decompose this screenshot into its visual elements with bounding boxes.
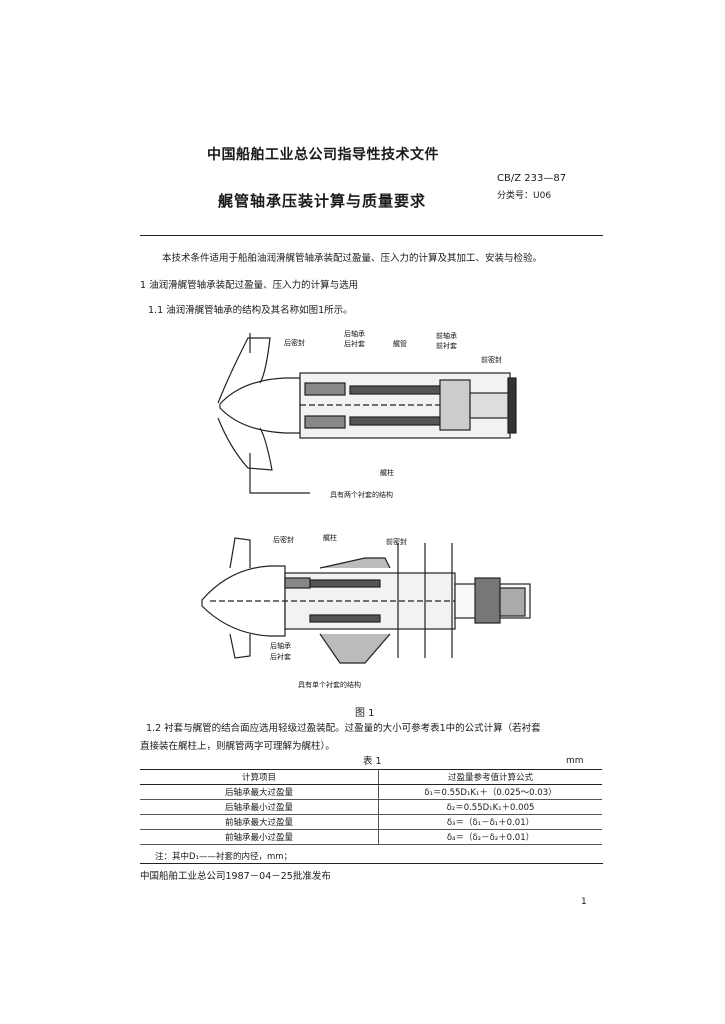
table-cell-formula: δ₂＝0.55D₁K₁＋0.005: [378, 799, 602, 815]
rear-seal-block-lower: [304, 415, 346, 429]
table-row: 前轴承最小过盈量 δ₄＝（δ₂－δ₂＋0.01）: [140, 829, 602, 845]
label-front-seal-bottom: 前密封: [386, 537, 407, 546]
table-row: 前轴承最大过盈量 δ₃＝（δ₁－δ₁＋0.01）: [140, 814, 602, 830]
propeller-blade-lower-bottom: [229, 633, 251, 659]
label-rear-bearing-top: 后轴承: [344, 329, 365, 338]
figure-caption-bottom: 具有单个衬套的结构: [298, 681, 361, 689]
coupling-block: [474, 577, 501, 624]
issuing-organization: 中国船舶工业总公司指导性技术文件: [207, 147, 439, 163]
rear-seal-block: [304, 382, 346, 396]
stern-post-lower-bottom: [319, 633, 391, 664]
label-stern-post-bottom: 艉柱: [323, 533, 337, 542]
classification-number: 分类号：U06: [497, 191, 552, 201]
table-cell-formula: δ₃＝（δ₁－δ₁＋0.01）: [378, 814, 602, 830]
rear-seal-lower: [284, 577, 311, 589]
section-1-heading: 1 油润滑艉管轴承装配过盈量、压入力的计算与选用: [140, 280, 359, 291]
table-header-item: 计算项目: [140, 769, 379, 785]
table-cell-item: 后轴承最小过盈量: [140, 799, 379, 815]
table-row: 后轴承最小过盈量 δ₂＝0.55D₁K₁＋0.005: [140, 799, 602, 815]
standard-code: CB/Z 233—87: [497, 173, 567, 184]
table-cell-item: 前轴承最大过盈量: [140, 814, 379, 830]
front-seal-block: [469, 392, 511, 419]
document-title: 艉管轴承压装计算与质量要求: [218, 192, 427, 210]
table-header-row: 计算项目 过盈量参考值计算公式: [140, 769, 602, 785]
label-front-seal-top: 前密封: [481, 355, 502, 364]
table-row: 后轴承最大过盈量 δ₁＝0.55D₁K₁＋（0.025～0.03）: [140, 784, 602, 800]
publication-statement: 中国船舶工业总公司1987－04－25批准发布: [140, 871, 331, 882]
label-rear-liner-bottom: 后衬套: [270, 652, 291, 661]
rear-bearing-lower-upper: [309, 579, 381, 588]
single-liner-drawing: [201, 537, 531, 664]
propeller-blade-lower-top: [229, 537, 251, 569]
stern-post-outline: [249, 453, 310, 494]
propeller-blade-bottom: [217, 417, 273, 471]
table-cell-formula: δ₁＝0.55D₁K₁＋（0.025～0.03）: [378, 784, 602, 800]
propeller-hub: [219, 377, 301, 434]
table-cell-item: 前轴承最小过盈量: [140, 829, 379, 845]
table-note: 注：其中D₁——衬套的内径，mm；: [155, 852, 293, 862]
figure-caption-top: 具有两个衬套的结构: [330, 491, 393, 499]
table-header-formula: 过盈量参考值计算公式: [378, 769, 602, 785]
label-front-bearing-top: 前轴承: [436, 331, 457, 340]
propeller-blade-top: [217, 337, 271, 404]
label-rear-seal-top: 后密封: [284, 338, 305, 347]
rear-bearing-lower-lower: [309, 614, 381, 623]
front-bearing-block: [439, 379, 471, 431]
table-cell-formula: δ₄＝（δ₂－δ₂＋0.01）: [378, 829, 602, 845]
label-rear-liner-top: 后衬套: [344, 339, 365, 348]
interference-table: 计算项目 过盈量参考值计算公式 后轴承最大过盈量 δ₁＝0.55D₁K₁＋（0.…: [140, 769, 602, 845]
rear-bearing-upper: [349, 385, 446, 395]
stern-tube-figure: 后密封 后轴承 后衬套 艉管 前轴承 前衬套 前密封 艉柱 后密封 艉柱 前密封…: [201, 329, 531, 664]
table-unit: mm: [566, 756, 584, 766]
intro-paragraph: 本技术条件适用于船舶油润滑艉管轴承装配过盈量、压入力的计算及其加工、安装与检验。: [162, 253, 543, 264]
label-rear-bearing-bottom: 后轴承: [270, 641, 291, 650]
rear-bearing-lower: [349, 416, 446, 426]
figure-label: 图 1: [355, 708, 375, 719]
page-number: 1: [581, 897, 587, 907]
two-liner-drawing: [217, 333, 517, 494]
footer-rule: [140, 863, 603, 864]
coupling-flange: [499, 587, 526, 617]
label-rear-seal-bottom: 后密封: [273, 535, 294, 544]
propeller-hub-lower: [201, 565, 286, 637]
paragraph-1-2-line-2: 直接装在艉柱上，则艉管两字可理解为艉柱）。: [140, 741, 335, 752]
label-stern-tube-top: 艉管: [393, 339, 407, 348]
table-cell-item: 后轴承最大过盈量: [140, 784, 379, 800]
label-stern-post-top: 艉柱: [380, 468, 394, 477]
label-front-liner-top: 前衬套: [436, 341, 457, 350]
header-rule: [140, 235, 603, 236]
table-label: 表 1: [363, 756, 382, 767]
stern-post-lower-top: [319, 557, 391, 569]
paragraph-1-2-line-1: 1.2 衬套与艉管的结合面应选用轻级过盈装配。过盈量的大小可参考表1中的公式计算…: [146, 723, 541, 734]
shaft-flange: [507, 377, 517, 434]
section-1-1-text: 1.1 油润滑艉管轴承的结构及其名称如图1所示。: [148, 305, 353, 316]
